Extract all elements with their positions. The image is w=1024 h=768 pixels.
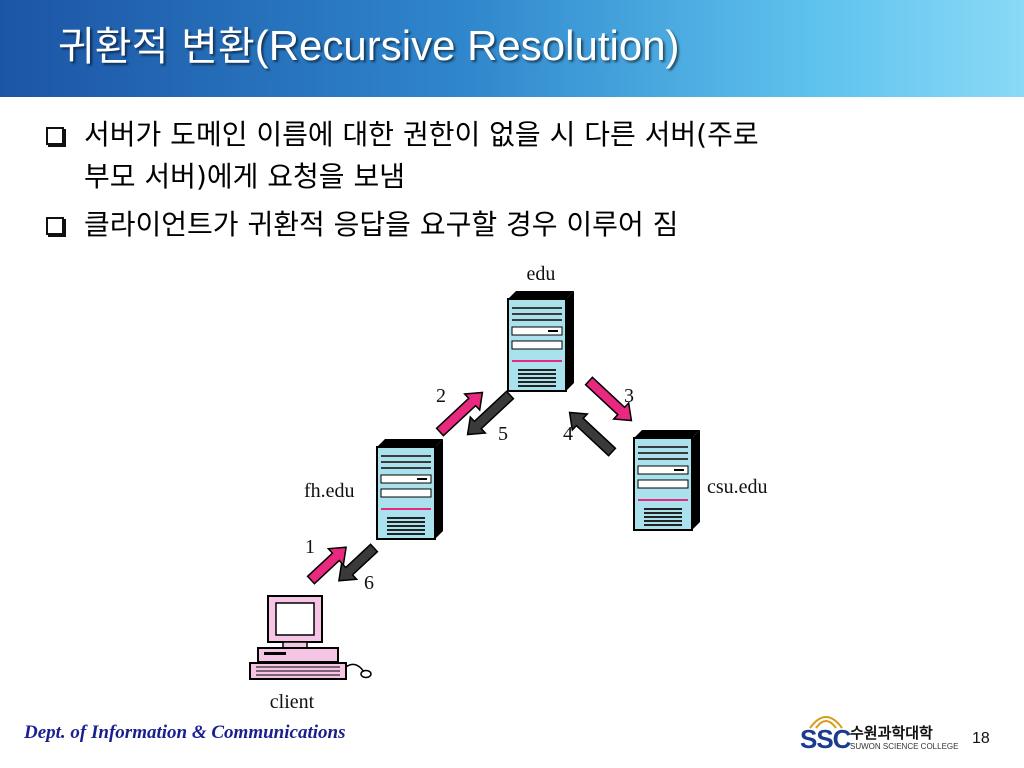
step-label-4: 4 xyxy=(563,423,573,445)
logo-abbr: SSC xyxy=(800,724,850,755)
csu-server-icon xyxy=(634,430,700,530)
department-footer: Dept. of Information & Communications xyxy=(24,722,345,744)
step-label-5: 5 xyxy=(498,423,508,445)
label-csu-edu: csu.edu xyxy=(707,476,768,498)
page-number: 18 xyxy=(972,730,990,748)
step-label-6: 6 xyxy=(364,572,374,594)
college-logo: SSC 수원과학대학 SUWON SCIENCE COLLEGE xyxy=(800,710,960,760)
step-label-2: 2 xyxy=(436,385,446,407)
edu-server-icon xyxy=(508,291,574,391)
fh-server-icon xyxy=(377,439,443,539)
step-label-3: 3 xyxy=(624,385,634,407)
logo-name-korean: 수원과학대학 xyxy=(850,722,933,743)
label-fh-edu: fh.edu xyxy=(304,480,355,502)
label-client: client xyxy=(270,691,315,713)
label-edu: edu xyxy=(527,263,556,285)
logo-name-english: SUWON SCIENCE COLLEGE xyxy=(850,742,958,751)
step-label-1: 1 xyxy=(305,536,315,558)
client-computer-icon xyxy=(250,596,371,679)
